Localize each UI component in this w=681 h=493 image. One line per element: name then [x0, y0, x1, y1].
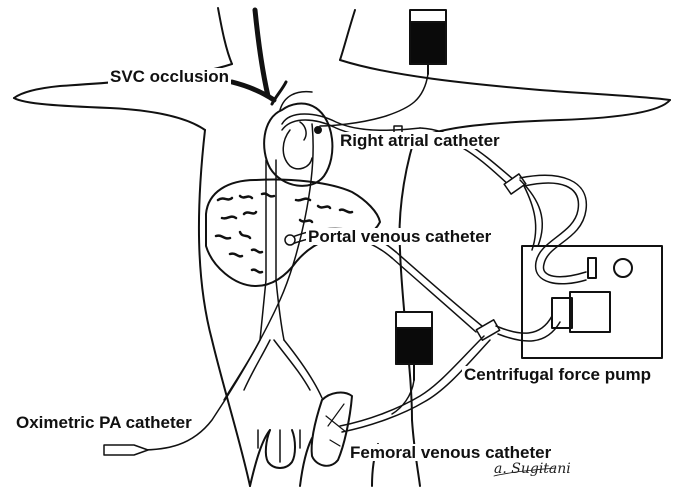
label-portal-venous-catheter: Portal venous catheter: [306, 228, 493, 245]
artist-signature: a. Sugitani: [494, 462, 571, 476]
label-svc-occlusion: SVC occlusion: [108, 68, 231, 85]
heart: [264, 92, 332, 186]
label-oximetric-pa-catheter: Oximetric PA catheter: [14, 414, 194, 431]
genital-area: [258, 430, 300, 468]
label-centrifugal-force-pump: Centrifugal force pump: [462, 366, 653, 383]
tubing: [104, 114, 586, 455]
centrifugal-pump: [522, 246, 662, 358]
femoral-cannulation-site: [312, 393, 352, 466]
label-right-atrial-catheter: Right atrial catheter: [338, 132, 502, 149]
top-blood-bag: [320, 10, 446, 126]
label-femoral-venous-catheter: Femoral venous catheter: [348, 444, 553, 461]
